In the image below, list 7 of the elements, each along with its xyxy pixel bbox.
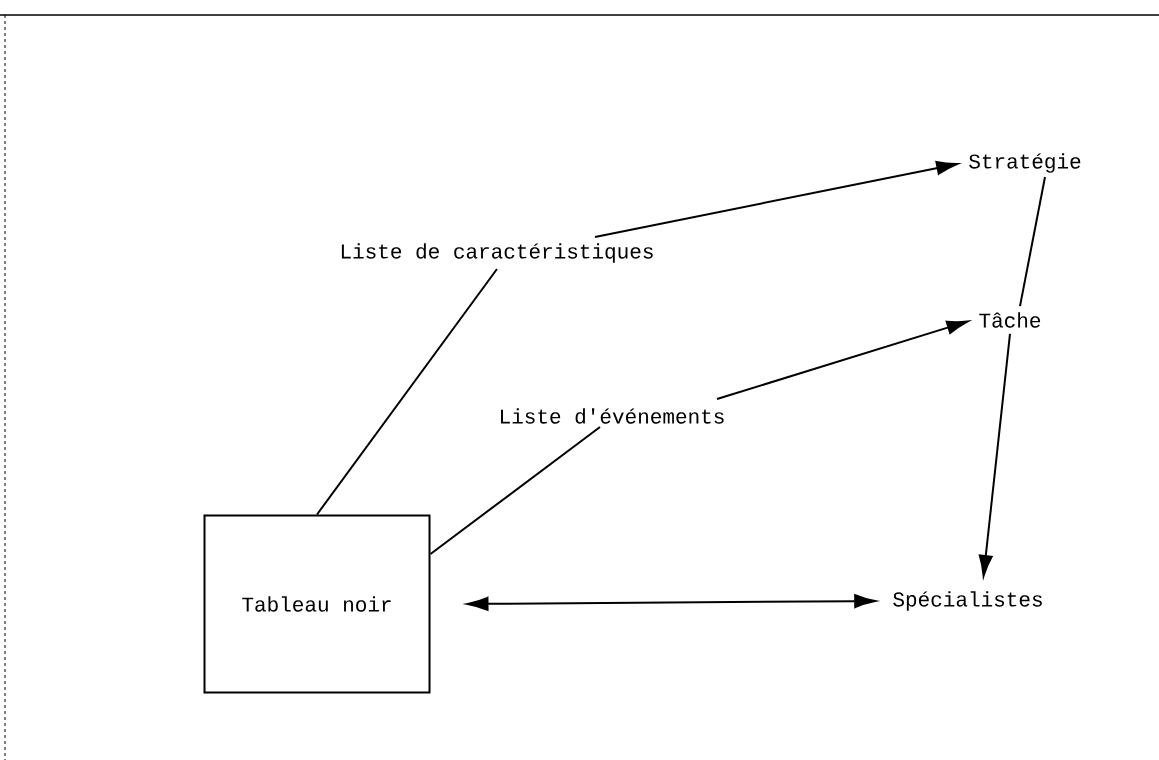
node-label: Liste d'événements [501,408,724,424]
node-label: Spécialistes [893,591,1042,611]
node-label: Tâche [979,312,1041,328]
arrow [716,320,969,401]
process-box: Tableau noir [203,514,431,694]
node-label: Stratégie [969,153,1081,173]
node-label: Liste de caractéristiques [341,243,653,263]
